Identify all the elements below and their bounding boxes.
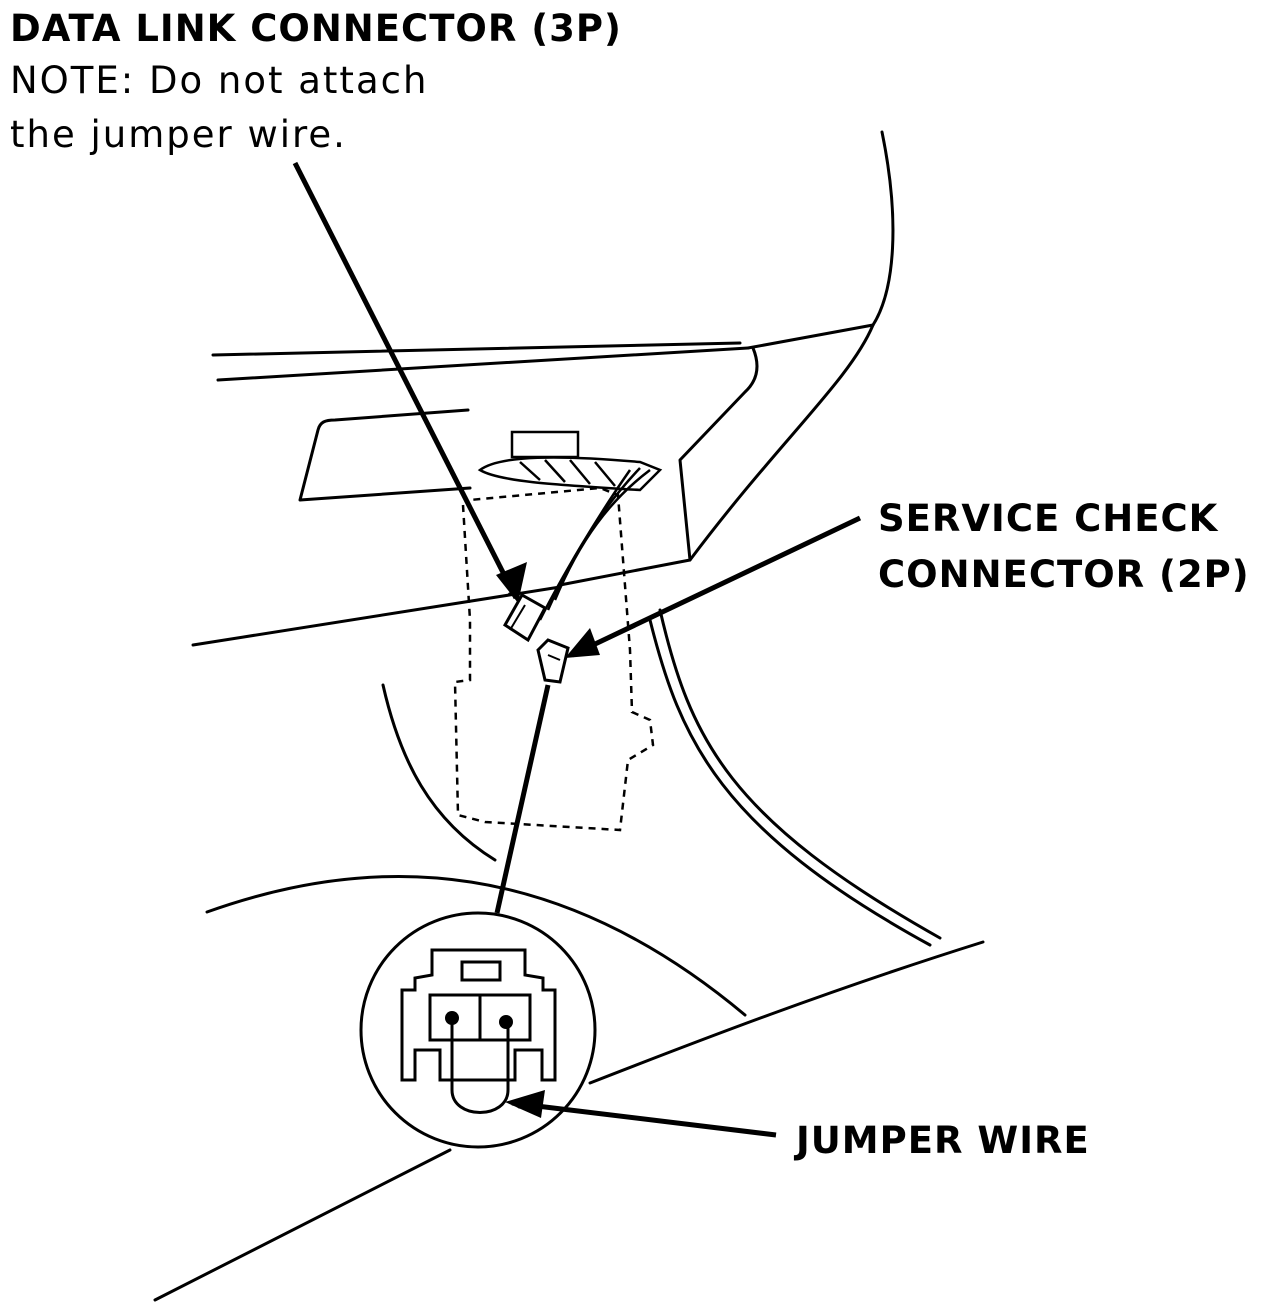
service-check-label-line2: CONNECTOR (2P) <box>878 553 1250 596</box>
jumper-wire-loop <box>450 1018 510 1114</box>
pillar-trim-outer <box>648 618 932 947</box>
dashboard-outline <box>871 130 895 327</box>
magnify-leader-line <box>494 684 551 914</box>
data-link-connector-label: DATA LINK CONNECTOR (3P) <box>10 7 622 50</box>
terminal-pin-right <box>499 1015 513 1029</box>
recess-outline <box>298 408 472 502</box>
hidden-fusebox-outline <box>453 486 655 832</box>
dashboard-lower-edge <box>688 323 875 562</box>
terminal-pin-left <box>445 1011 459 1025</box>
data-link-note-line1: NOTE: Do not attach <box>10 59 429 102</box>
floor-line <box>588 940 985 1085</box>
scc-leader-arrow <box>570 515 862 658</box>
harness-bundle <box>477 456 663 492</box>
dashboard-top-right-line <box>746 323 875 350</box>
jumper-leader-arrow <box>510 1098 777 1138</box>
data-link-note-line2: the jumper wire. <box>10 113 347 156</box>
carpet-line <box>153 1148 452 1302</box>
dashboard-top-line <box>211 341 742 357</box>
dashboard-second-line <box>216 346 750 382</box>
dlc-leader-arrow <box>292 161 519 600</box>
dlc-arrowhead <box>496 562 527 603</box>
pillar-trim-inner <box>658 608 942 940</box>
jumper-arrowhead <box>505 1090 545 1118</box>
data-link-connector-icon <box>503 592 548 643</box>
panel-opening <box>558 346 759 587</box>
harness-wire-3 <box>538 469 632 621</box>
knee-bolster <box>205 874 747 1017</box>
harness-clip <box>510 430 580 459</box>
connector-housing-icon <box>400 948 557 1082</box>
jumper-wire-label: JUMPER WIRE <box>796 1119 1090 1162</box>
magnified-view-circle <box>359 911 597 1149</box>
left-contour <box>381 683 497 862</box>
harness-wire-1 <box>553 469 651 601</box>
lower-panel-line <box>191 585 562 647</box>
scc-arrowhead <box>565 628 600 658</box>
service-check-label-line1: SERVICE CHECK <box>878 497 1219 540</box>
service-check-connector-icon <box>536 638 570 684</box>
